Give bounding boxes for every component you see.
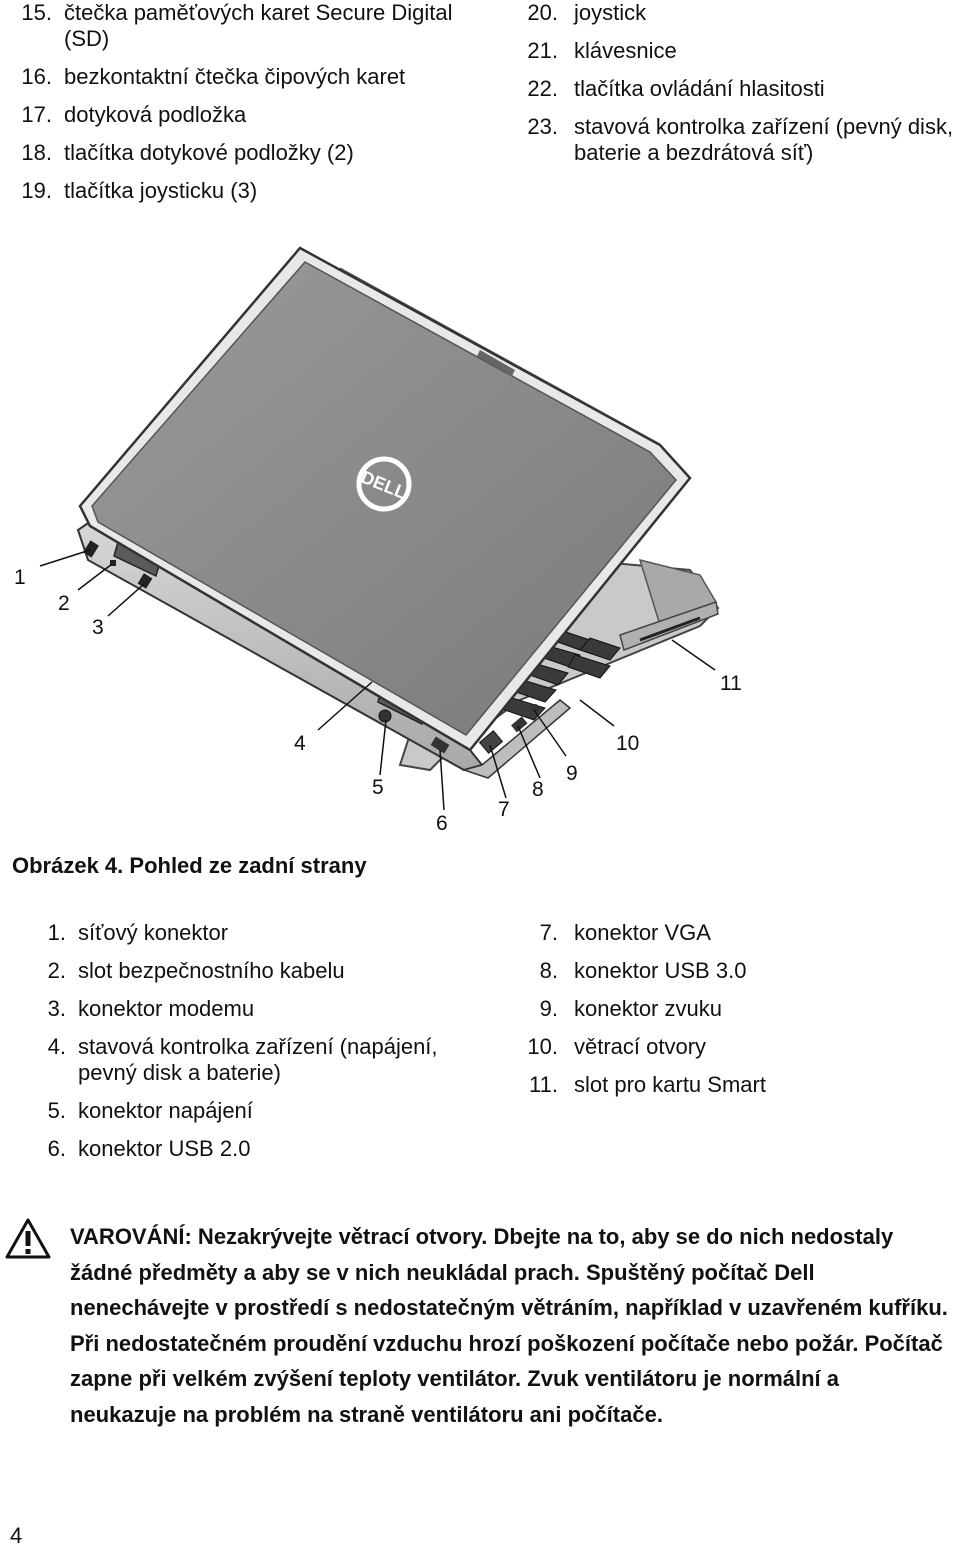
list-item: 15.čtečka paměťových karet Secure Digita… [21, 0, 453, 51]
callout-1: 1 [14, 566, 26, 589]
component-list-top-right: 20.joystick 21.klávesnice 22.tlačítka ov… [522, 0, 960, 178]
list-item: 1.síťový konektor [47, 920, 229, 945]
callout-11: 11 [720, 672, 742, 695]
warning-triangle-icon [5, 1218, 51, 1259]
callout-5: 5 [372, 776, 384, 799]
list-item: 20.joystick [527, 0, 647, 25]
list-item: 3.konektor modemu [47, 996, 255, 1021]
callout-leader-lines [39, 549, 716, 811]
callout-3: 3 [92, 616, 104, 639]
callout-10: 10 [616, 732, 639, 755]
callout-8: 8 [532, 778, 544, 801]
warning-text: VAROVÁNÍ: Nezakrývejte větrací otvory. D… [70, 1224, 948, 1427]
list-item: 17.dotyková podložka [21, 102, 247, 127]
component-list-bottom-right: 7.konektor VGA 8.konektor USB 3.0 9.kone… [522, 920, 904, 1110]
list-item: 2.slot bezpečnostního kabelu [47, 958, 345, 983]
list-item: 21.klávesnice [527, 38, 677, 63]
callout-numbers: 1 2 3 4 5 6 7 8 9 10 11 [14, 566, 742, 835]
list-item: 7.konektor VGA [539, 920, 711, 945]
list-item: 19.tlačítka joysticku (3) [21, 178, 258, 203]
list-item: 10.větrací otvory [527, 1034, 707, 1059]
list-item: 18.tlačítka dotykové podložky (2) [21, 140, 354, 165]
component-list-bottom-left: 1.síťový konektor 2.slot bezpečnostního … [20, 920, 478, 1174]
laptop-lid [78, 246, 692, 752]
list-item: 4.stavová kontrolka zařízení (napájení, … [47, 1034, 438, 1085]
callout-6: 6 [436, 812, 448, 835]
warning-block: VAROVÁNÍ: Nezakrývejte větrací otvory. D… [0, 1217, 960, 1437]
figure-caption: Obrázek 4. Pohled ze zadní strany [12, 853, 367, 878]
list-item: 16.bezkontaktní čtečka čipových karet [21, 64, 406, 89]
laptop-back-view-figure: DELL 1 2 3 4 5 6 7 8 9 10 11 [14, 246, 742, 835]
component-list-top-left: 15.čtečka paměťových karet Secure Digita… [0, 0, 464, 216]
list-item: 23.stavová kontrolka zařízení (pevný dis… [527, 114, 954, 165]
list-item: 8.konektor USB 3.0 [539, 958, 747, 983]
callout-9: 9 [566, 762, 578, 785]
list-item: 22.tlačítka ovládání hlasitosti [527, 76, 825, 101]
list-item: 11.slot pro kartu Smart [529, 1072, 766, 1097]
list-item: 6.konektor USB 2.0 [47, 1136, 251, 1161]
page-number: 4 [10, 1523, 23, 1548]
list-item: 9.konektor zvuku [539, 996, 722, 1021]
callout-4: 4 [294, 732, 306, 755]
callout-2: 2 [58, 592, 70, 615]
list-item: 5.konektor napájení [47, 1098, 253, 1123]
callout-7: 7 [498, 798, 510, 821]
